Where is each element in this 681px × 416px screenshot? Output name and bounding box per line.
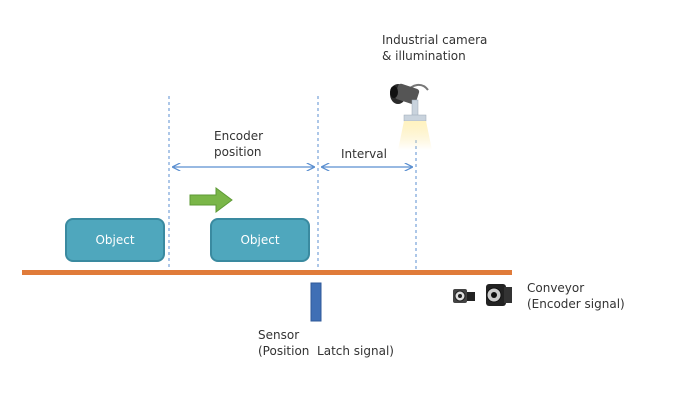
industrial-camera-icon	[390, 83, 429, 122]
direction-arrow-icon	[189, 187, 233, 213]
conveyor-motor-icon	[453, 284, 512, 306]
sensor-icon	[310, 282, 322, 322]
conveyor-label-line1: Conveyor	[527, 281, 585, 295]
sensor-label: Sensor (Position Latch signal)	[258, 327, 394, 359]
sensor-label-line1: Sensor	[258, 328, 300, 342]
conveyor-label: Conveyor (Encoder signal)	[527, 280, 625, 312]
interval-label: Interval	[341, 147, 387, 161]
illumination-icon	[398, 121, 432, 150]
encoder-position-line2: position	[214, 145, 262, 159]
object-box-left: Object	[65, 218, 165, 262]
camera-label: Industrial camera & illumination	[382, 32, 487, 64]
object-label: Object	[240, 233, 280, 247]
encoder-position-line1: Encoder	[214, 129, 264, 143]
object-box-right: Object	[210, 218, 310, 262]
sensor-label-line2: (Position Latch signal)	[258, 344, 394, 358]
conveyor-label-line2: (Encoder signal)	[527, 297, 625, 311]
object-label: Object	[95, 233, 135, 247]
encoder-position-label: Encoder position	[214, 128, 263, 160]
conveyor-belt	[22, 270, 512, 275]
camera-label-line2: & illumination	[382, 49, 466, 63]
camera-label-line1: Industrial camera	[382, 33, 488, 47]
